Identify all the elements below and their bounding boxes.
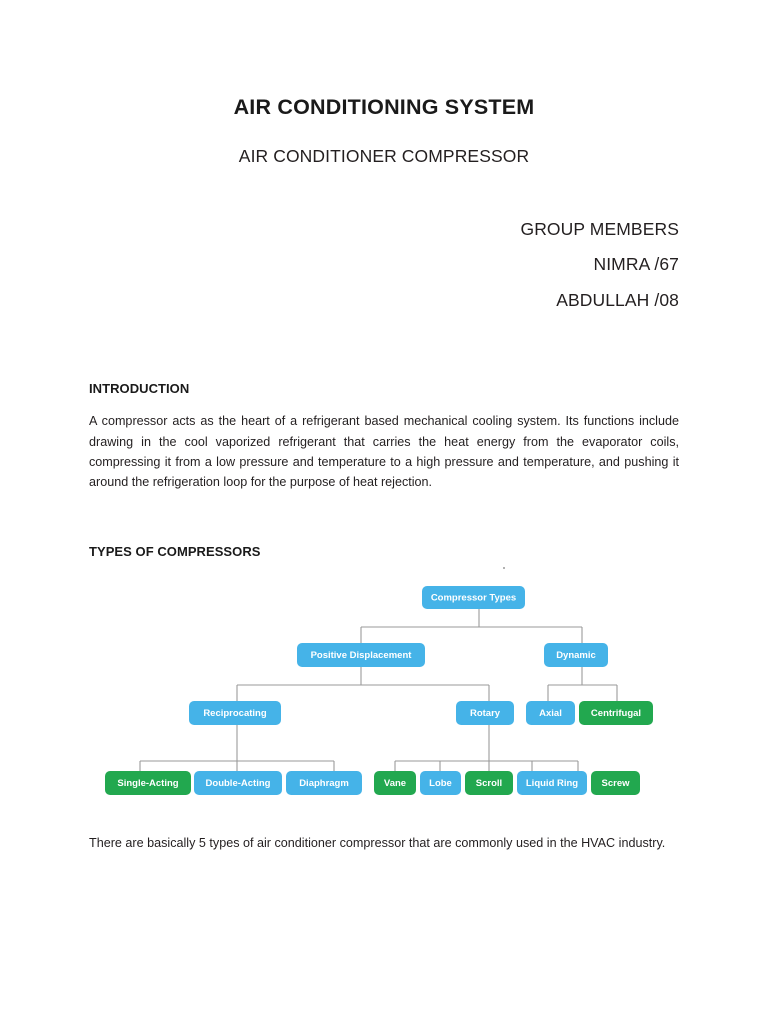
node-box	[526, 700, 575, 725]
node-box	[591, 770, 640, 795]
node-box	[194, 770, 282, 795]
types-closing-paragraph: There are basically 5 types of air condi…	[89, 835, 666, 850]
tree-node-lobe[interactable]: Lobe	[420, 770, 461, 795]
tree-node-screw[interactable]: Screw	[591, 770, 640, 795]
node-box	[286, 770, 362, 795]
node-label: Single-Acting	[117, 778, 178, 789]
node-label: Rotary	[470, 708, 501, 719]
group-members-block: GROUP MEMBERS NIMRA /67 ABDULLAH /08	[89, 167, 679, 328]
tree-node-compressor-types[interactable]: Compressor Types	[422, 585, 525, 609]
node-label: Positive Displacement	[311, 650, 413, 661]
node-box	[374, 770, 416, 795]
tree-node-centrifugal[interactable]: Centrifugal	[579, 700, 653, 725]
tree-node-single-acting[interactable]: Single-Acting	[105, 770, 191, 795]
group-member-1: NIMRA /67	[593, 254, 679, 275]
node-box	[517, 770, 587, 795]
node-label: Double-Acting	[206, 778, 271, 789]
tree-node-positive-displacement[interactable]: Positive Displacement	[297, 642, 425, 667]
introduction-heading: INTRODUCTION	[89, 381, 190, 397]
node-label: Vane	[384, 778, 406, 789]
group-member-2: ABDULLAH /08	[556, 289, 679, 310]
node-label: Diaphragm	[299, 778, 349, 789]
node-label: Dynamic	[556, 650, 596, 661]
introduction-paragraph: A compressor acts as the heart of a refr…	[89, 414, 679, 490]
tree-node-dynamic[interactable]: Dynamic	[544, 642, 608, 667]
node-label: Scroll	[476, 778, 502, 789]
tree-node-diaphragm[interactable]: Diaphragm	[286, 770, 362, 795]
node-label: Screw	[602, 778, 631, 789]
node-box	[544, 642, 608, 667]
page-title: AIR CONDITIONING SYSTEM	[233, 95, 535, 119]
node-box	[105, 770, 191, 795]
node-label: Liquid Ring	[526, 778, 578, 789]
tree-node-scroll[interactable]: Scroll	[465, 770, 513, 795]
node-box	[465, 770, 513, 795]
node-label: Centrifugal	[591, 708, 641, 719]
tree-node-double-acting[interactable]: Double-Acting	[194, 770, 282, 795]
node-label: Reciprocating	[203, 708, 267, 719]
node-box	[579, 700, 653, 725]
node-label: Axial	[539, 708, 562, 719]
compressor-types-diagram: Compressor Types Positive Displacement D…	[89, 559, 679, 812]
tree-node-reciprocating[interactable]: Reciprocating	[189, 700, 281, 725]
node-box	[420, 770, 461, 795]
node-label: Compressor Types	[431, 592, 516, 603]
node-box	[422, 585, 525, 609]
node-box	[456, 700, 514, 725]
page-subtitle: AIR CONDITIONER COMPRESSOR	[238, 145, 530, 166]
group-members-heading: GROUP MEMBERS	[520, 218, 679, 239]
tree-connectors	[139, 607, 618, 772]
compressor-tree-svg: Compressor Types Positive Displacement D…	[105, 585, 653, 795]
tree-node-axial[interactable]: Axial	[526, 700, 575, 725]
tree-node-liquid-ring[interactable]: Liquid Ring	[517, 770, 587, 795]
tree-node-vane[interactable]: Vane	[374, 770, 416, 795]
node-label: Lobe	[429, 778, 452, 789]
tree-node-rotary[interactable]: Rotary	[456, 700, 514, 725]
node-box	[189, 700, 281, 725]
node-box	[297, 642, 425, 667]
types-of-compressors-heading: TYPES OF COMPRESSORS	[89, 543, 261, 559]
stray-dot-mark	[503, 566, 505, 569]
